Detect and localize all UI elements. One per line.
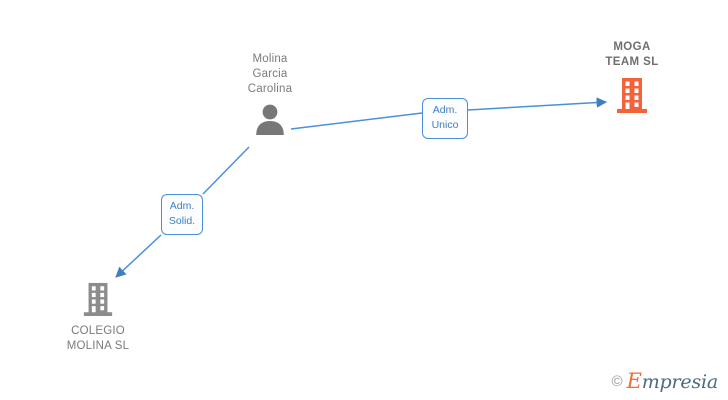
watermark-empresia: © Empresia bbox=[611, 369, 719, 393]
watermark-brand: Empresia bbox=[626, 369, 719, 393]
node-moga-team-sl[interactable]: MOGA TEAM SL bbox=[572, 40, 692, 116]
edge-label-adm-solid[interactable]: Adm. Solid. bbox=[161, 194, 203, 235]
person-icon[interactable] bbox=[210, 100, 330, 138]
node-person-label: Molina Garcia Carolina bbox=[247, 53, 293, 95]
copyright-icon: © bbox=[611, 373, 623, 390]
building-icon[interactable] bbox=[572, 74, 692, 116]
watermark-brand-initial: E bbox=[626, 369, 642, 393]
building-icon[interactable] bbox=[38, 278, 158, 320]
node-colegio-molina-sl[interactable]: COLEGIO MOLINA SL bbox=[38, 278, 158, 354]
node-person[interactable]: Molina Garcia Carolina bbox=[210, 52, 330, 138]
edge-person-to-moga-arrow bbox=[467, 97, 608, 111]
watermark-brand-rest: mpresia bbox=[641, 371, 718, 393]
node-moga-team-sl-label: MOGA TEAM SL bbox=[605, 41, 659, 68]
edge-person-to-colegio bbox=[202, 146, 250, 195]
edge-person-to-moga bbox=[290, 112, 423, 130]
node-colegio-molina-sl-label: COLEGIO MOLINA SL bbox=[66, 325, 130, 352]
edge-person-to-colegio-arrow bbox=[115, 234, 162, 278]
edge-label-adm-unico[interactable]: Adm. Unico bbox=[422, 98, 468, 139]
